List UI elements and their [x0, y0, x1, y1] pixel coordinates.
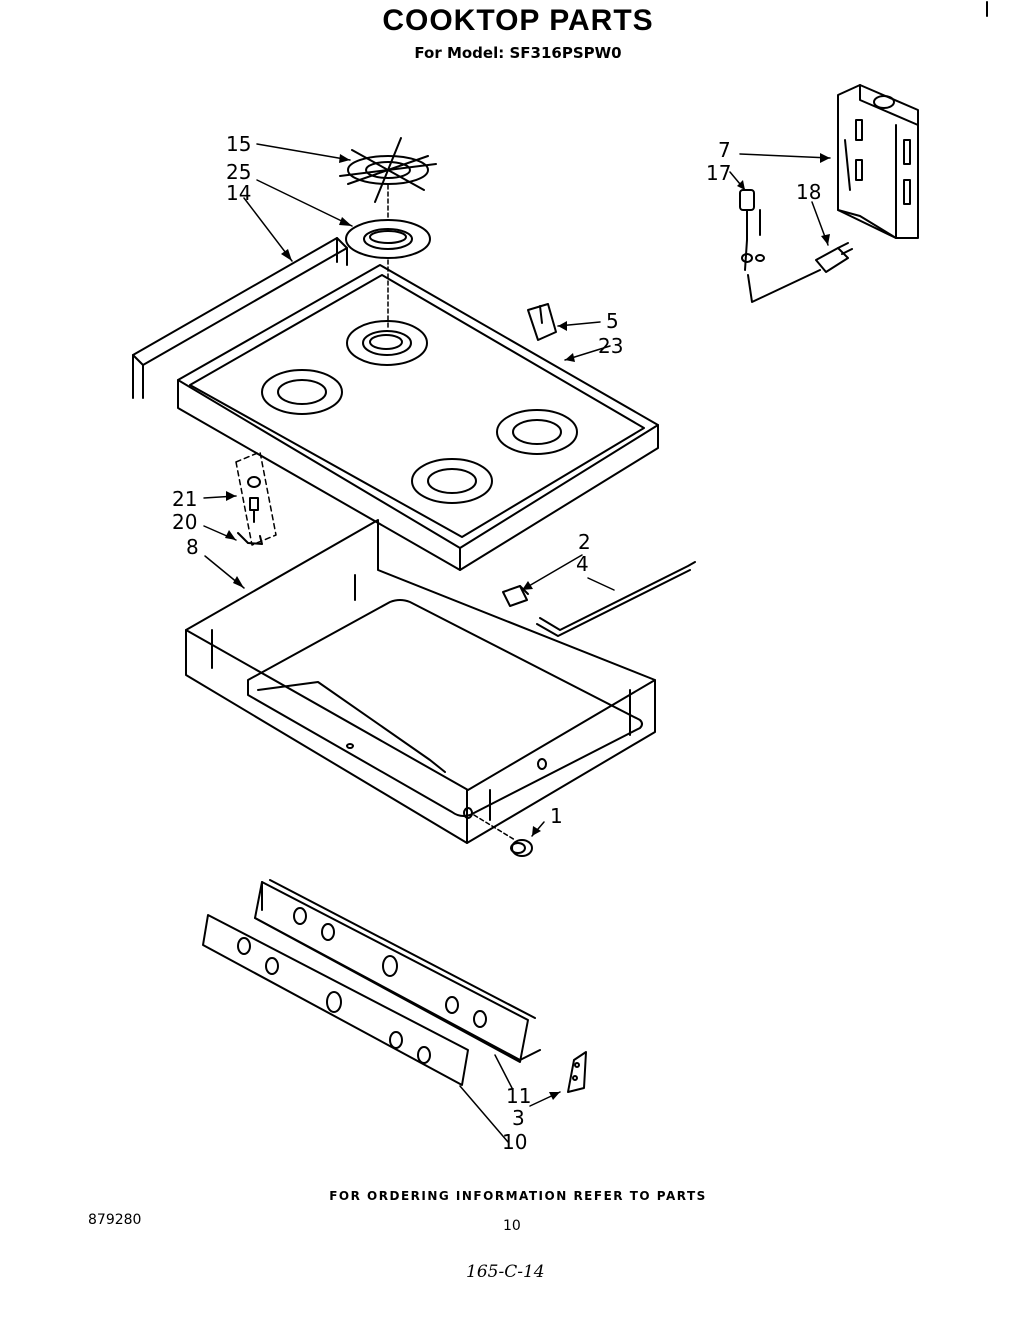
- callout-5: 5: [606, 309, 619, 333]
- callout-2: 2: [578, 530, 591, 554]
- callout-21: 21: [172, 487, 198, 511]
- bracket-box-part-7: [837, 84, 919, 239]
- ordering-info-note: FOR ORDERING INFORMATION REFER TO PARTS: [329, 1189, 707, 1203]
- callout-10: 10: [502, 1130, 528, 1154]
- base-tray-part-8: [185, 519, 656, 844]
- knob-part-2: [502, 585, 529, 607]
- callout-20: 20: [172, 510, 198, 534]
- callout-18: 18: [796, 180, 822, 204]
- page-number: 10: [503, 1218, 521, 1234]
- callout-15: 15: [226, 132, 252, 156]
- manifold-part-11: [254, 879, 541, 1063]
- bracket-part-3: [567, 1051, 587, 1093]
- igniter-part-17: [739, 189, 821, 303]
- callout-3: 3: [512, 1106, 525, 1130]
- callout-14: 14: [226, 181, 252, 205]
- callout-8: 8: [186, 535, 199, 559]
- clip-part-5: [527, 303, 557, 341]
- model-subtitle: For Model: SF316PSPW0: [414, 44, 622, 62]
- burner-grate-part-15: [339, 137, 437, 203]
- callout-17: 17: [706, 161, 732, 185]
- side-trim-part-14: [132, 237, 348, 399]
- callout-11: 11: [506, 1084, 532, 1108]
- callout-1: 1: [550, 804, 563, 828]
- leader-lines: [203, 143, 831, 1143]
- callout-23: 23: [598, 334, 624, 358]
- handwritten-reference: 165-C-14: [466, 1262, 545, 1282]
- callout-7: 7: [718, 138, 731, 162]
- callout-4: 4: [576, 552, 589, 576]
- page-title: COOKTOP PARTS: [382, 4, 654, 37]
- cooktop-part-23: [177, 264, 659, 571]
- valve-detail-parts-20-21: [235, 451, 277, 546]
- burner-ring-part-25: [345, 184, 431, 331]
- callout-25: 25: [226, 160, 252, 184]
- connector-part-18: [815, 242, 853, 273]
- rod-part-4: [536, 561, 696, 637]
- front-panel-part-10: [202, 914, 469, 1086]
- grommet-part-1: [510, 839, 533, 857]
- document-id: 879280: [88, 1212, 142, 1228]
- leader-arrowheads: [225, 153, 830, 1100]
